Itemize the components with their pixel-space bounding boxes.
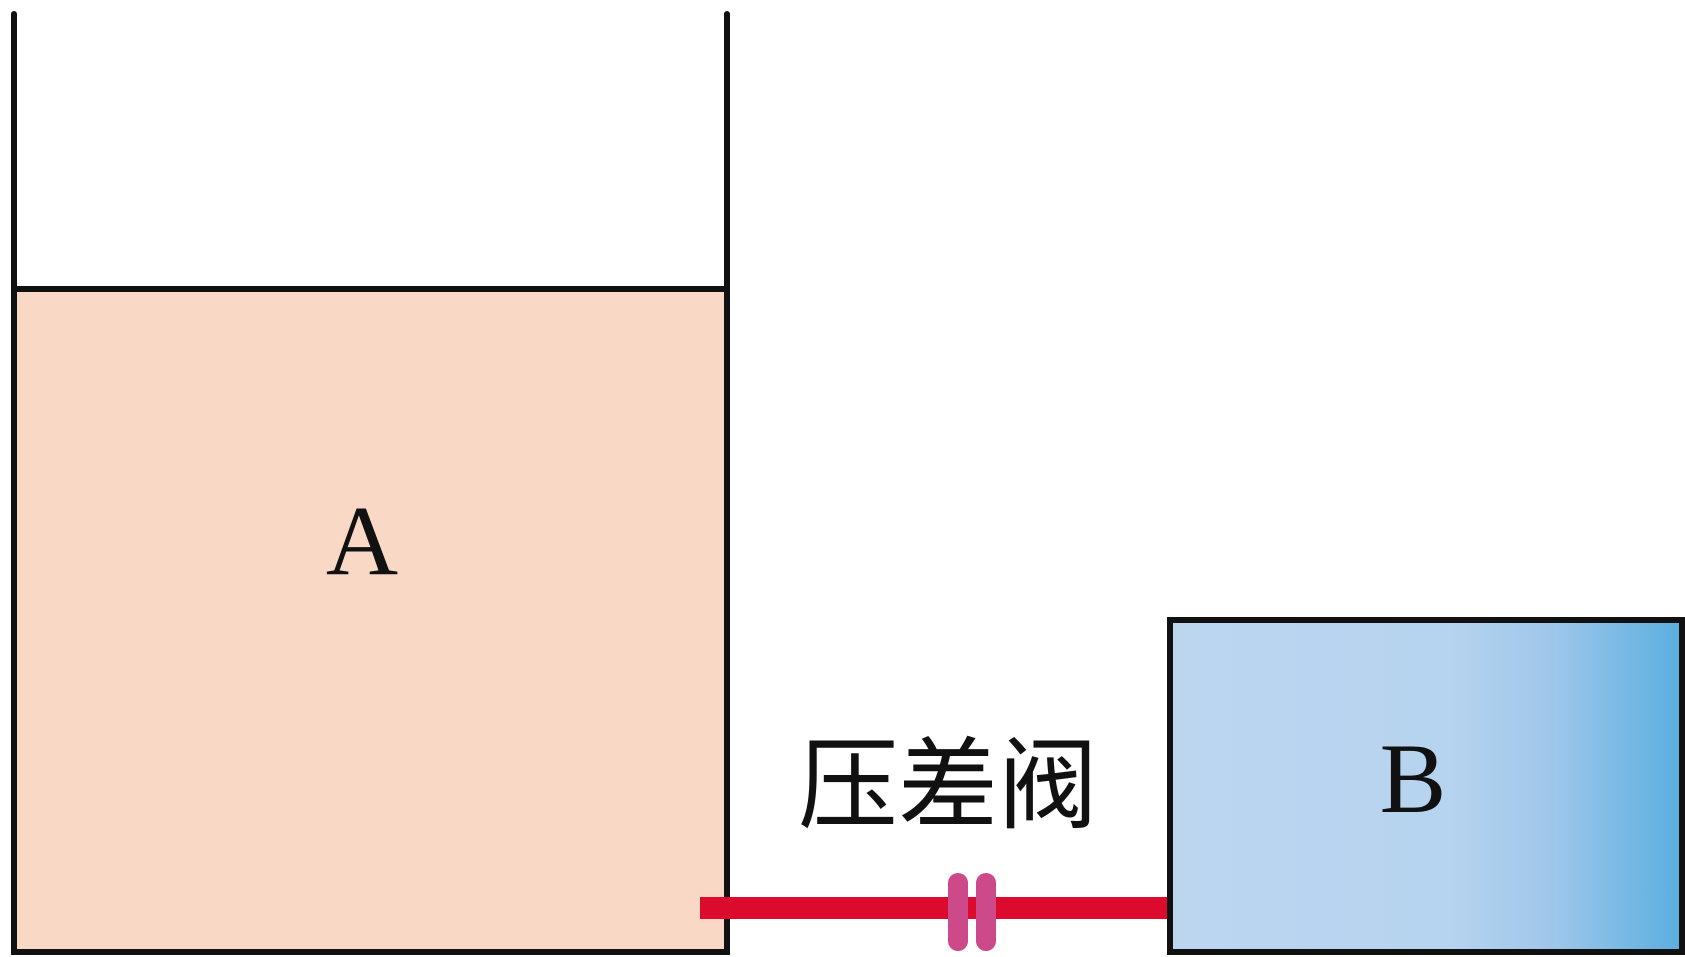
connecting-pipe [700,897,1195,919]
container-a-label: A [326,485,398,596]
container-a-liquid [14,289,727,952]
container-b: B [1167,617,1685,955]
container-b-label: B [1380,723,1447,834]
valve-plate-left [948,873,968,951]
container-b-body [1167,617,1685,955]
valve-plate-right [976,873,996,951]
pipe-assembly: 压差阀 [700,731,1195,951]
valve-label: 压差阀 [798,731,1098,842]
container-a: A [11,11,730,955]
container-a-walls [11,11,730,955]
